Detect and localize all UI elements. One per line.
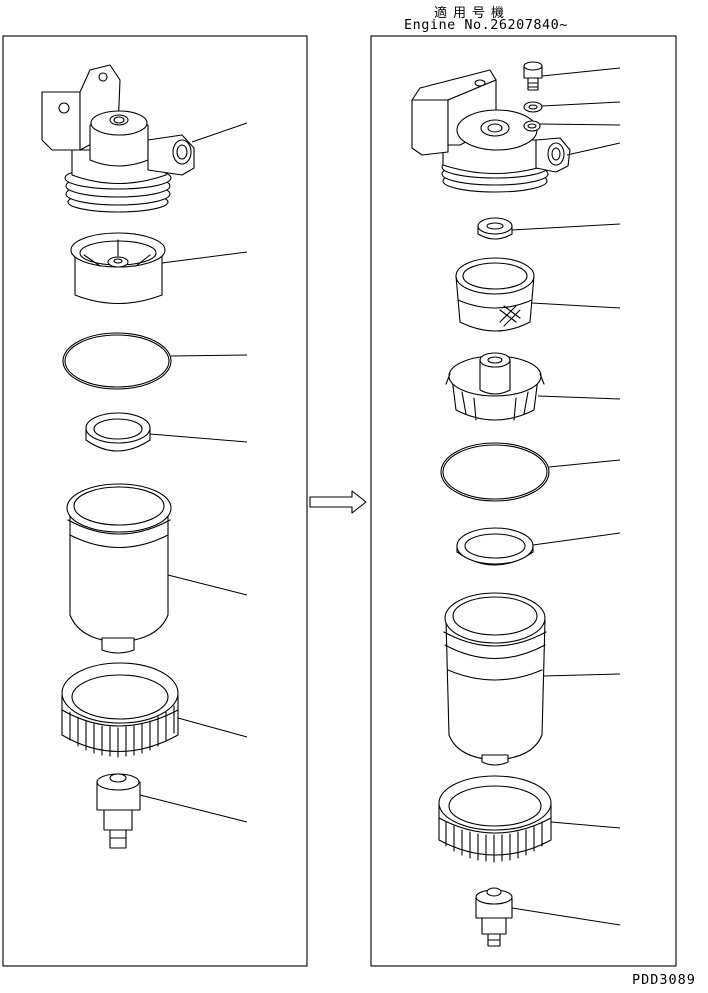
right-o-ring xyxy=(440,442,550,502)
left-filter-bowl xyxy=(66,483,172,654)
right-leader-1 xyxy=(541,67,621,77)
left-leader-5 xyxy=(167,574,248,596)
right-drain-plug xyxy=(475,887,513,947)
right-leader-4 xyxy=(566,142,621,156)
right-leader-6 xyxy=(531,302,621,309)
transition-arrow-icon xyxy=(309,490,367,514)
right-grommet xyxy=(477,217,513,240)
right-leader-12 xyxy=(511,907,621,926)
left-drain-plug xyxy=(96,773,141,849)
left-leader-2 xyxy=(161,251,248,264)
right-leader-5 xyxy=(511,223,621,231)
right-leader-10 xyxy=(542,673,621,677)
right-retaining-nut xyxy=(438,775,552,863)
left-bowl-cover xyxy=(70,232,166,305)
left-leader-7 xyxy=(139,794,248,823)
engine-serial-label: Engine No.26207840~ xyxy=(404,17,568,33)
right-leader-2 xyxy=(541,101,621,107)
right-gasket-ring xyxy=(456,527,534,566)
left-retaining-nut xyxy=(61,662,179,758)
left-o-ring xyxy=(62,332,172,390)
left-leader-6 xyxy=(177,717,248,738)
left-filter-head xyxy=(41,64,195,213)
right-panel-frame xyxy=(370,35,677,967)
right-filter-bowl xyxy=(443,592,547,766)
left-leader-3 xyxy=(170,354,248,357)
applicable-models-label: 適用号機 xyxy=(434,6,511,21)
right-element-cartridge xyxy=(455,257,535,332)
left-leader-1 xyxy=(191,122,248,143)
left-leader-4 xyxy=(149,433,248,443)
right-washer xyxy=(523,101,543,113)
left-panel-frame xyxy=(2,35,308,967)
right-filter-head xyxy=(411,69,571,193)
left-ring xyxy=(85,412,151,452)
figure-code: PDD3089 xyxy=(632,972,696,988)
right-element-holder xyxy=(445,352,545,421)
right-leader-9 xyxy=(532,532,621,546)
right-bolt xyxy=(523,61,543,91)
right-leader-11 xyxy=(550,821,621,829)
right-leader-3 xyxy=(539,123,621,126)
right-leader-7 xyxy=(537,395,621,400)
right-leader-8 xyxy=(548,459,621,468)
